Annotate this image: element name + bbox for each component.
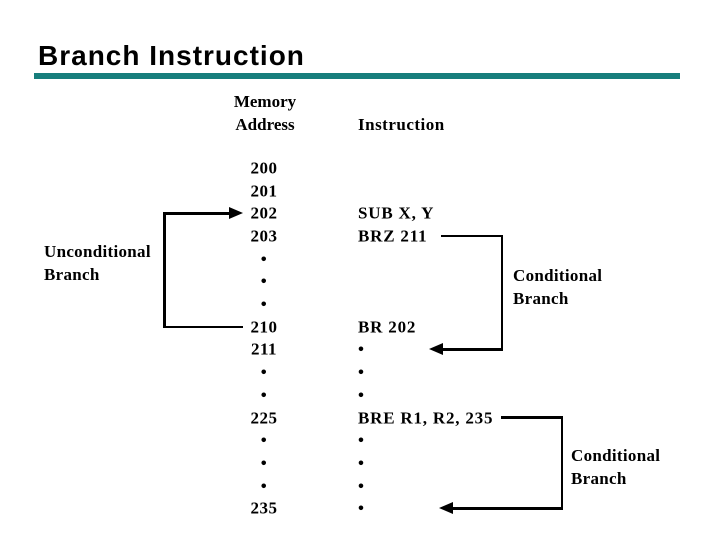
memory-address-cell: 235 xyxy=(250,498,278,518)
table-row: 210 BR 202 xyxy=(0,315,720,338)
memory-address-cell: 225 xyxy=(250,408,278,427)
arrow-top-line xyxy=(163,212,230,215)
arrow-top-line xyxy=(441,234,503,238)
arrow-bottom-line xyxy=(442,348,503,351)
memory-address-cell: 203 xyxy=(250,226,278,246)
label-line2: Branch xyxy=(44,265,100,284)
arrow-vertical-line xyxy=(500,234,503,351)
label-line2: Branch xyxy=(513,289,569,308)
instruction-cell: BR 202 xyxy=(358,317,417,337)
instruction-cell: • xyxy=(358,339,365,359)
table-row: • • xyxy=(0,474,720,497)
memory-address-cell: 210 xyxy=(250,317,278,337)
memory-address-cell: 200 xyxy=(250,158,278,178)
page-title: Branch Instruction xyxy=(38,40,305,71)
table-row: • • xyxy=(0,361,720,384)
memory-address-cell: 201 xyxy=(250,181,278,201)
label-line1: Unconditional xyxy=(44,242,151,261)
table-row: 200 xyxy=(0,157,720,180)
table-row: 225 BRE R1, R2, 235 xyxy=(0,406,720,429)
label-line1: Conditional xyxy=(571,446,661,465)
instruction-cell: • xyxy=(358,498,365,518)
arrow-vertical-line xyxy=(560,416,563,510)
memory-address-cell: 202 xyxy=(250,203,278,223)
memory-address-cell: • xyxy=(260,385,268,405)
memory-address-cell: 211 xyxy=(250,339,278,359)
conditional-branch-label-1: Conditional Branch xyxy=(513,264,602,310)
instruction-header: Instruction xyxy=(358,115,445,134)
table-row: • • xyxy=(0,383,720,406)
memory-address-cell: • xyxy=(260,476,268,496)
table-row: • • xyxy=(0,429,720,452)
instruction-cell: • xyxy=(358,476,365,496)
table-row: • xyxy=(0,247,720,270)
unconditional-branch-label: Unconditional Branch xyxy=(44,240,151,286)
arrow-top-line xyxy=(501,416,563,419)
table-row: 211 • xyxy=(0,338,720,361)
table-row: • xyxy=(0,270,720,293)
arrowhead-left-icon xyxy=(429,343,443,356)
label-line2: Branch xyxy=(571,469,627,488)
table-row: 203 BRZ 211 xyxy=(0,225,720,248)
memory-header-line2: Address xyxy=(235,115,295,134)
arrowhead-right-icon xyxy=(229,206,243,219)
label-line1: Conditional xyxy=(513,266,603,285)
instruction-cell: SUB X, Y xyxy=(358,203,435,223)
table-row: • xyxy=(0,293,720,316)
arrow-vertical-line xyxy=(163,212,166,329)
arrow-bottom-line xyxy=(452,507,563,510)
memory-address-cell: • xyxy=(260,453,268,473)
memory-address-cell: • xyxy=(260,430,268,450)
address-instruction-table: 200 201 202 SUB X, Y 203 BRZ 211 • • • xyxy=(0,157,720,520)
table-row: 235 • xyxy=(0,497,720,520)
memory-address-cell: • xyxy=(260,362,268,382)
memory-address-header: Memory Address xyxy=(209,90,321,136)
instruction-cell: BRZ 211 xyxy=(358,226,428,246)
memory-address-cell: • xyxy=(260,249,268,269)
memory-header-line1: Memory xyxy=(233,92,297,111)
title-underline xyxy=(34,73,680,79)
memory-address-cell: • xyxy=(260,294,268,314)
arrowhead-left-icon xyxy=(439,501,453,514)
table-row: • • xyxy=(0,452,720,475)
table-row: 201 xyxy=(0,179,720,202)
conditional-branch-label-2: Conditional Branch xyxy=(571,444,660,490)
memory-address-cell: • xyxy=(260,271,268,291)
instruction-cell: • xyxy=(358,430,365,450)
table-row: 202 SUB X, Y xyxy=(0,202,720,225)
instruction-cell: BRE R1, R2, 235 xyxy=(358,408,494,427)
arrow-bottom-line xyxy=(163,325,243,329)
instruction-cell: • xyxy=(358,362,365,382)
instruction-cell: • xyxy=(358,385,365,405)
instruction-cell: • xyxy=(358,453,365,473)
